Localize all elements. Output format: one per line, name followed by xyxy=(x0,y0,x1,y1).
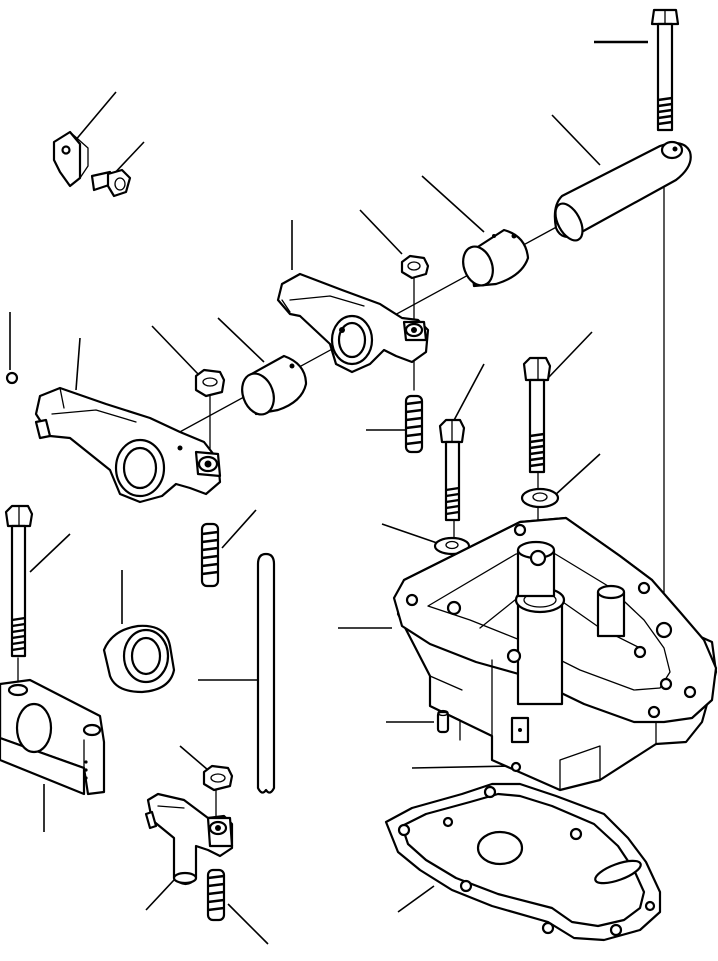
rocker-arm-front xyxy=(34,386,222,504)
adjusting-screw-lower xyxy=(206,868,226,922)
lever xyxy=(144,792,234,886)
rocker-housing xyxy=(392,516,718,792)
washer-left xyxy=(433,536,471,556)
ball xyxy=(510,761,522,773)
lock-nut-lower xyxy=(202,764,234,792)
shaft-support xyxy=(0,678,106,796)
leader-adjusting-screw-front xyxy=(221,509,257,549)
leader-adjusting-screw-lower xyxy=(227,903,269,945)
gasket xyxy=(384,782,662,942)
lock-nut-front xyxy=(194,368,226,398)
collar xyxy=(102,624,176,694)
support-bolt xyxy=(4,504,34,658)
shaft-support-bolt xyxy=(650,8,680,132)
leader-washer-left xyxy=(381,523,441,545)
washer-right xyxy=(520,487,560,509)
plug xyxy=(5,371,19,385)
housing-bolt-long xyxy=(522,356,552,474)
lock-nut-rear xyxy=(400,254,430,280)
rocker-shaft xyxy=(553,140,692,242)
mounting-bracket xyxy=(52,130,89,188)
leader-lock-nut-front xyxy=(151,325,199,375)
leader-lines xyxy=(9,40,648,945)
leader-ball xyxy=(411,765,511,769)
push-rod xyxy=(256,552,276,794)
leader-gasket xyxy=(397,885,435,913)
leader-lock-nut-lower xyxy=(179,745,209,771)
rocker-bushing-rear xyxy=(462,228,530,288)
leader-rocker-arm-front xyxy=(75,337,81,391)
rocker-bushing-front xyxy=(241,354,308,416)
leader-support-bolt xyxy=(29,533,71,573)
leader-lock-nut-rear xyxy=(359,209,403,255)
leader-lever xyxy=(145,879,175,911)
leader-housing-bolt-long xyxy=(547,331,593,379)
adjusting-screw-rear xyxy=(404,394,424,454)
leader-rocker-bushing-rear xyxy=(421,175,485,233)
leader-rocker-bushing-front xyxy=(217,317,265,363)
rocker-arm-rear xyxy=(276,272,430,374)
adjusting-screw-front xyxy=(200,522,220,588)
housing-bolt-short xyxy=(438,418,466,522)
leader-rocker-shaft xyxy=(551,114,601,166)
leader-washer-right xyxy=(553,453,601,497)
leader-mounting-bracket xyxy=(73,91,117,143)
leader-housing-bolt-short xyxy=(451,363,485,425)
dowel-pin xyxy=(436,709,450,734)
bracket-bolt xyxy=(90,168,132,198)
